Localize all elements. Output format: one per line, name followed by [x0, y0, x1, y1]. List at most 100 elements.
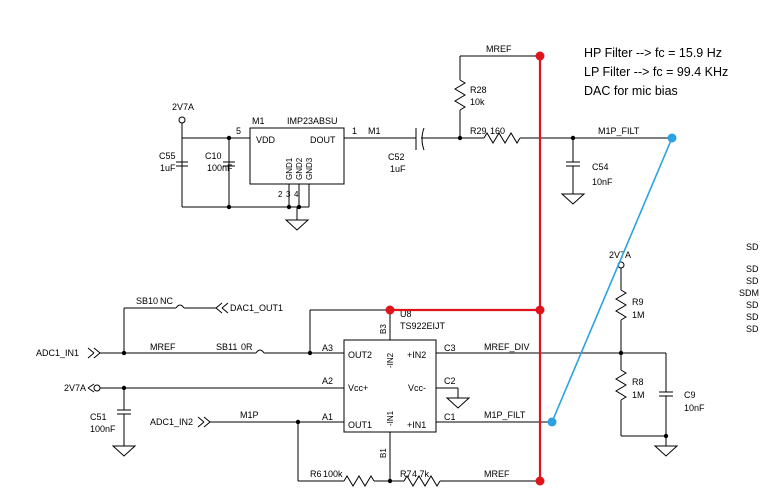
opamp-part: TS922EIJT: [400, 321, 446, 331]
net-label-mref-bot: MREF: [484, 469, 510, 479]
mic-pin5: 5: [236, 126, 241, 136]
net-label-2v7a-left: 2V7A: [64, 383, 86, 393]
opamp-pin-a2: A2: [322, 376, 333, 386]
r6-value: 100k: [323, 469, 343, 479]
c51-value: 100nF: [90, 424, 116, 434]
net-label-mref-left: MREF: [150, 342, 176, 352]
mic-pin4: 4: [294, 190, 299, 199]
r8-resistor: [615, 369, 627, 401]
mic-pin2: 2: [278, 190, 283, 199]
mic-part: IMP23ABSU: [287, 116, 338, 126]
mic-pin-vdd: VDD: [256, 135, 276, 145]
opamp-pin-b1: B1: [379, 448, 388, 458]
blue-node-top: [667, 133, 677, 143]
r7-ref: R7: [400, 469, 412, 479]
r6-ref: R6: [310, 469, 322, 479]
r7-value: 4.7k: [412, 469, 430, 479]
mic-pin-dout: DOUT: [310, 135, 336, 145]
sb11-value: 0R: [241, 342, 253, 352]
opamp-pin-vccp: Vcc+: [348, 383, 368, 393]
c9-ref: C9: [684, 390, 696, 400]
net-label-2v7a-top: 2V7A: [172, 102, 194, 112]
edge-label-sdm: SDM: [739, 288, 759, 298]
net-label-m1p: M1P: [240, 410, 259, 420]
net-label-adc1-in1: ADC1_IN1: [36, 348, 79, 358]
opamp-pin-a3: A3: [322, 343, 333, 353]
mic-gnd1: GND1: [285, 157, 294, 180]
edge-label-sd-5: SD: [746, 312, 759, 322]
edge-label-sd-4: SD: [746, 300, 759, 310]
c54-ref: C54: [592, 162, 609, 172]
red-node-bottom: [535, 476, 545, 486]
sb10-value: NC: [160, 296, 173, 306]
r8-ref: R8: [632, 377, 644, 387]
mic-gnd2: GND2: [295, 157, 304, 180]
ground-symbol-opamp: [445, 397, 471, 409]
mic-pin1: 1: [352, 126, 357, 136]
note-lp-filter: LP Filter --> fc = 99.4 KHz: [584, 65, 728, 79]
r28-ref: R28: [470, 85, 487, 95]
net-label-m1: M1: [368, 126, 381, 136]
sb10-ref: SB10: [136, 296, 158, 306]
ground-symbol-c51: [111, 445, 137, 457]
r8-value: 1M: [632, 390, 645, 400]
net-label-2v7a-mid: 2V7A: [609, 250, 631, 260]
c52-value: 1uF: [390, 164, 406, 174]
opamp-pin-b3: B3: [379, 324, 388, 334]
ground-symbol-mic: [284, 219, 310, 231]
opamp-ref: U8: [400, 309, 412, 319]
net-label-m1p-filt-bot: M1P_FILT: [484, 410, 526, 420]
r9-ref: R9: [632, 297, 644, 307]
red-node-left: [385, 305, 395, 315]
opamp-pin-vccn: Vcc-: [408, 383, 426, 393]
r28-resistor: [454, 79, 466, 111]
net-label-adc1-in2: ADC1_IN2: [150, 417, 193, 427]
opamp-pin-a1: A1: [322, 412, 333, 422]
opamp-pin-in2p: +IN2: [407, 350, 426, 360]
c54-value: 10nF: [592, 177, 613, 187]
power-terminal-2v7a: [178, 116, 186, 124]
r7-resistor: [403, 475, 441, 487]
mic-ref: M1: [252, 116, 265, 126]
c10-ref: C10: [205, 151, 222, 161]
note-dac-bias: DAC for mic bias: [584, 84, 678, 98]
edge-label-sd-6: SD: [746, 324, 759, 334]
r9-value: 1M: [632, 310, 645, 320]
opamp-pin-in1p: +IN1: [407, 420, 426, 430]
r29-resistor: [483, 132, 521, 144]
opamp-pin-out1: OUT1: [348, 420, 372, 430]
ground-symbol-c9: [653, 445, 679, 457]
opamp-pin-c1: C1: [444, 412, 456, 422]
c55-ref: C55: [159, 151, 176, 161]
edge-label-sd-2: SD: [746, 264, 759, 274]
sb11-solder-bridge: [255, 349, 265, 354]
v2v7a-connector: [87, 383, 95, 393]
r9-resistor: [615, 289, 627, 321]
blue-net-link: [551, 137, 673, 423]
red-node-top: [535, 51, 545, 61]
dac1-out1-connector: [215, 302, 229, 314]
opamp-pin-c2: C2: [444, 376, 456, 386]
opamp-pin-in2n: -IN2: [386, 352, 395, 368]
adc1-in1-connector: [87, 347, 101, 359]
opamp-pin-in1n: -IN1: [386, 410, 395, 426]
r28-value: 10k: [470, 97, 485, 107]
red-node-mid: [535, 305, 545, 315]
net-label-m1p-filt-top: M1P_FILT: [598, 126, 640, 136]
c55-value: 1uF: [160, 163, 176, 173]
r29-ref: R29: [470, 126, 487, 136]
net-label-mref-div: MREF_DIV: [484, 342, 530, 352]
mic-pin3: 3: [286, 190, 291, 199]
net-label-dac1-out1: DAC1_OUT1: [230, 303, 283, 313]
mic-ic-body: [249, 127, 345, 185]
r29-value: 160: [490, 126, 505, 136]
edge-label-sd-3: SD: [746, 276, 759, 286]
mic-gnd3: GND3: [305, 157, 314, 180]
r6-resistor: [343, 475, 375, 487]
c9-value: 10nF: [684, 403, 705, 413]
opamp-ic-body: [343, 339, 437, 433]
edge-label-sd-1: SD: [746, 242, 759, 252]
c10-value: 100nF: [207, 163, 233, 173]
sb11-ref: SB11: [216, 342, 237, 352]
